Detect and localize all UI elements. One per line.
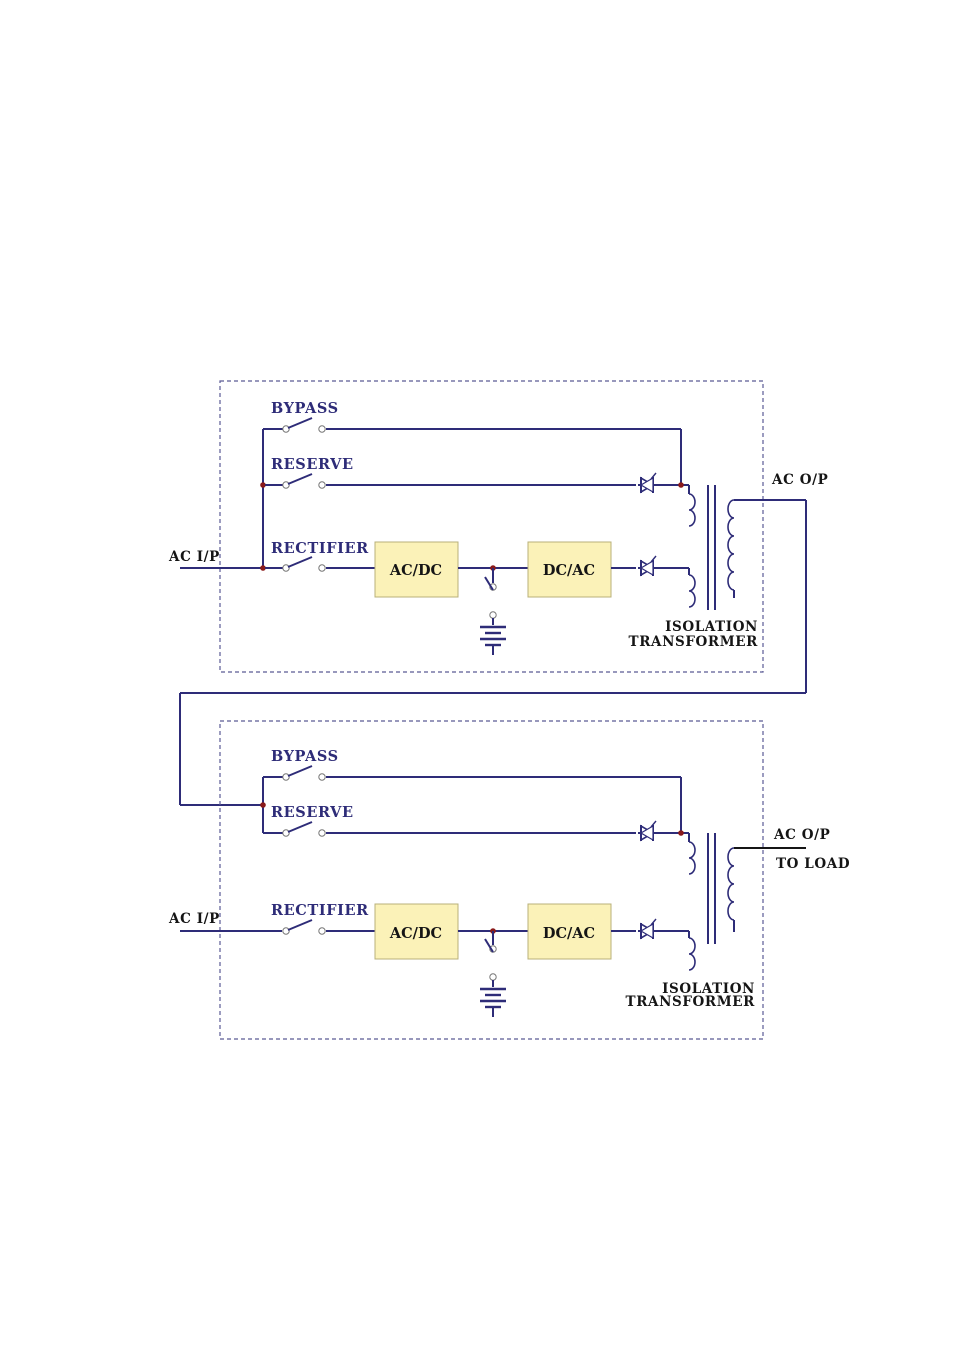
ups-unit-1: BYPASS RESERVE RECTIFIER AC I/P AC/DC DC… bbox=[168, 380, 828, 806]
ac-output-label-1: AC O/P bbox=[771, 472, 828, 488]
dcac-label-2: DC/AC bbox=[543, 925, 595, 942]
ac-input-label-2: AC I/P bbox=[168, 911, 220, 927]
dcac-box-1 bbox=[527, 541, 612, 598]
ac-input-label-1: AC I/P bbox=[168, 549, 220, 565]
acdc-label-1: AC/DC bbox=[389, 562, 442, 579]
reserve-scr-1 bbox=[637, 472, 659, 494]
ac-output-label-2: AC O/P bbox=[773, 827, 830, 843]
transformer-label-2b: TRANSFORMER bbox=[626, 994, 756, 1010]
bypass-switch-2 bbox=[264, 765, 327, 782]
rectifier-switch-1 bbox=[264, 556, 327, 573]
isolation-transformer-1 bbox=[688, 485, 735, 610]
rectifier-label-1: RECTIFIER bbox=[271, 540, 369, 557]
acdc-box-2 bbox=[374, 903, 459, 960]
acdc-box-1 bbox=[374, 541, 459, 598]
ups-unit-2: BYPASS RESERVE RECTIFIER AC I/P AC/DC DC… bbox=[168, 720, 850, 1040]
reserve-label-1: RESERVE bbox=[271, 456, 354, 473]
reserve-switch-2 bbox=[264, 821, 327, 838]
rectifier-label-2: RECTIFIER bbox=[271, 902, 369, 919]
battery-2 bbox=[478, 937, 508, 1019]
acdc-label-2: AC/DC bbox=[389, 925, 442, 942]
enclosure-2 bbox=[219, 720, 764, 1040]
dcac-box-2 bbox=[527, 903, 612, 960]
isolation-transformer-2 bbox=[688, 833, 735, 971]
battery-1 bbox=[478, 575, 508, 657]
bypass-label-2: BYPASS bbox=[271, 748, 339, 765]
transformer-label-1b: TRANSFORMER bbox=[629, 634, 759, 650]
reserve-label-2: RESERVE bbox=[271, 804, 354, 821]
rectifier-switch-2 bbox=[264, 919, 327, 936]
enclosure-1 bbox=[219, 380, 764, 673]
inverter-scr-2 bbox=[637, 918, 659, 940]
to-load-label: TO LOAD bbox=[776, 856, 850, 872]
inverter-scr-1 bbox=[637, 555, 659, 577]
dcac-label-1: DC/AC bbox=[543, 562, 595, 579]
transformer-label-2a: ISOLATION bbox=[662, 981, 755, 997]
reserve-scr-2 bbox=[637, 820, 659, 842]
bypass-label-1: BYPASS bbox=[271, 400, 339, 417]
bypass-switch-1 bbox=[264, 417, 327, 434]
transformer-label-1a: ISOLATION bbox=[665, 619, 758, 635]
reserve-switch-1 bbox=[264, 473, 327, 490]
